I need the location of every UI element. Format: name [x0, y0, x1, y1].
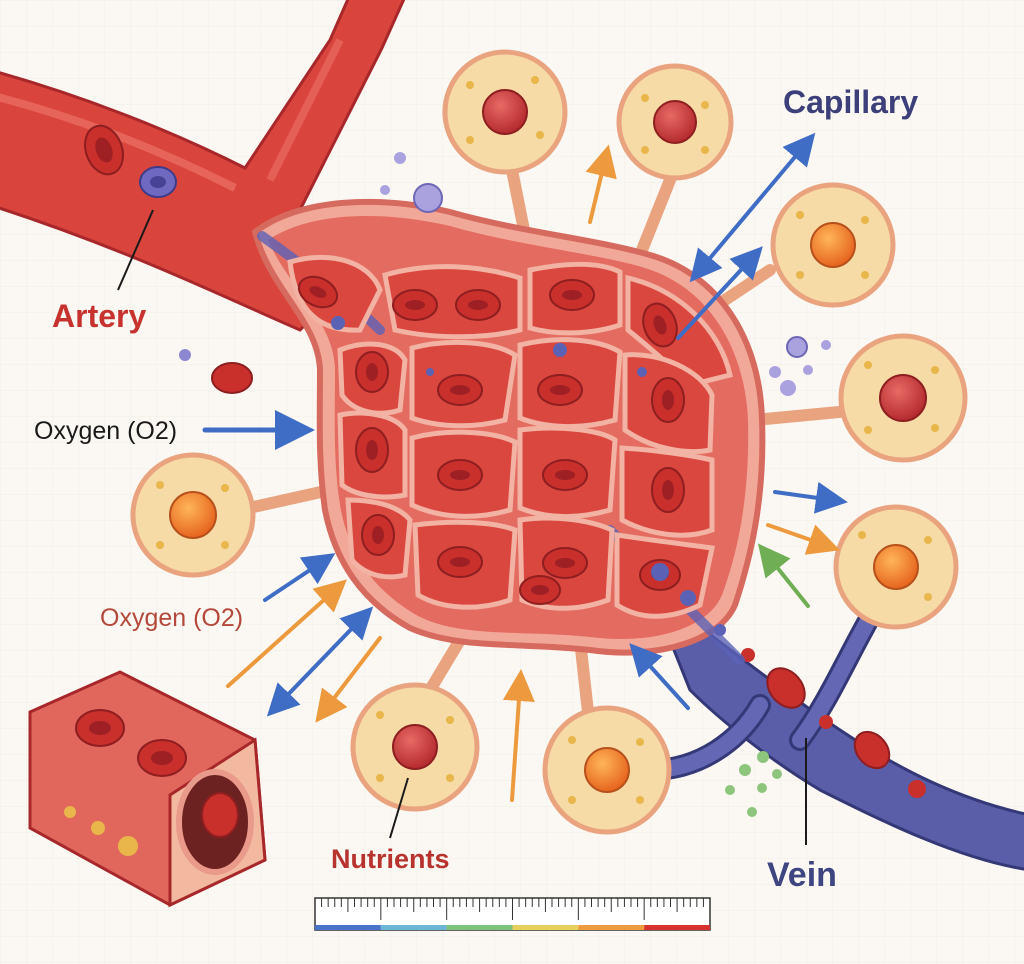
- scale-bar: [314, 897, 711, 931]
- artery-label: Artery: [52, 298, 147, 334]
- nutrients-leader-line: [389, 777, 409, 839]
- scale-segment: [446, 925, 513, 930]
- artery-leader-line: [117, 209, 154, 291]
- scale-segment: [512, 925, 579, 930]
- scale-segment: [644, 925, 710, 930]
- flow-arrows: [202, 132, 848, 802]
- capillary-arrow: [676, 246, 763, 340]
- oxygen-label: Oxygen (O2): [34, 417, 178, 445]
- capillary-label: Capillary: [783, 84, 919, 120]
- tissue-cell: [350, 682, 480, 812]
- capillary-red-blood-cells: [297, 275, 726, 636]
- tissue-cell: [770, 182, 896, 308]
- oxygen-label-secondary: Oxygen (O2): [100, 604, 244, 632]
- artery-vessel: [0, 0, 406, 332]
- scale-segment: [578, 925, 645, 930]
- tissue-cells: [130, 49, 968, 839]
- scale-segment: [380, 925, 447, 930]
- nutrients-label: Nutrients: [331, 844, 450, 874]
- tissue-cell: [616, 63, 734, 181]
- free-red-blood-cell: [211, 362, 253, 394]
- tissue-cell: [442, 49, 568, 175]
- tissue-cell: [542, 705, 672, 835]
- tissue-cell: [833, 504, 959, 630]
- vein-red-blood-cell: [853, 730, 891, 770]
- vessel-cross-section: [28, 670, 267, 908]
- capillary-arrow: [689, 132, 816, 283]
- tissue-cell: [838, 333, 968, 463]
- vein-label: Vein: [767, 856, 837, 894]
- vein-red-blood-cell: [766, 667, 806, 709]
- floating-molecules: [179, 152, 831, 817]
- tissue-cell: [130, 452, 256, 578]
- scale-segment: [315, 925, 381, 930]
